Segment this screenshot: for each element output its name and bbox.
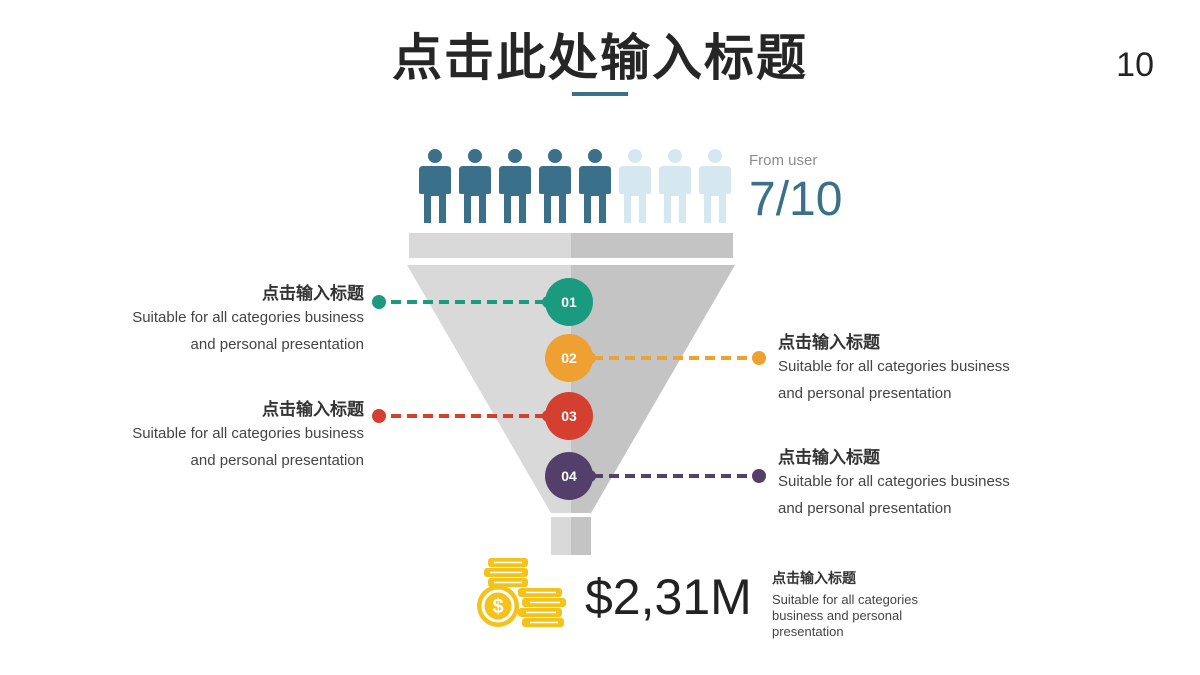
- person-icon: [539, 149, 571, 223]
- result-title: 点击输入标题: [772, 571, 856, 587]
- step-3-end-dot: [372, 409, 386, 423]
- step-2-start-dot: [584, 352, 596, 364]
- step-3-circle: [545, 392, 593, 440]
- step-4-text: 点击输入标题 Suitable for all categories busin…: [778, 443, 1078, 522]
- result-description: Suitable for all categories business and…: [772, 592, 918, 639]
- step-4-line1: Suitable for all categories business: [778, 473, 1010, 490]
- page-title: 点击此处输入标题: [392, 29, 808, 87]
- step-3-text: 点击输入标题 Suitable for all categories busin…: [64, 395, 364, 474]
- step-2-circle: [545, 334, 593, 382]
- step-4-start-dot: [584, 470, 596, 482]
- person-icon: [659, 149, 691, 223]
- step-1-text: 点击输入标题 Suitable for all categories busin…: [64, 279, 364, 358]
- funnel-spout-right: [571, 517, 591, 555]
- step-4-end-dot: [752, 469, 766, 483]
- step-3-line1: Suitable for all categories business: [132, 425, 364, 442]
- people-row: [415, 147, 735, 227]
- person-icon: [619, 149, 651, 223]
- funnel-spout-left: [551, 517, 571, 555]
- person-icon: [499, 149, 531, 223]
- step-3-title: 点击输入标题: [262, 400, 364, 420]
- step-4-number: 04: [561, 468, 577, 484]
- step-1-number: 01: [561, 294, 577, 310]
- step-2-end-dot: [752, 351, 766, 365]
- step-1-line1: Suitable for all categories business: [132, 309, 364, 326]
- step-3-start-dot: [542, 410, 554, 422]
- step-2-line2: and personal presentation: [778, 385, 952, 402]
- person-icon: [419, 149, 451, 223]
- step-1-end-dot: [372, 295, 386, 309]
- step-1-title: 点击输入标题: [262, 284, 364, 304]
- funnel-top-right: [571, 233, 733, 258]
- step-3-number: 03: [561, 408, 577, 424]
- step-4-line2: and personal presentation: [778, 500, 952, 517]
- step-2-text: 点击输入标题 Suitable for all categories busin…: [778, 328, 1078, 407]
- step-2-line1: Suitable for all categories business: [778, 358, 1010, 375]
- page-number: 10: [1116, 46, 1154, 84]
- funnel-top-left: [409, 233, 571, 258]
- funnel-body-left: [407, 265, 571, 513]
- step-2-number: 02: [561, 350, 577, 366]
- step-1-start-dot: [542, 296, 554, 308]
- person-icon: [459, 149, 491, 223]
- result-text-block: 点击输入标题 Suitable for all categories busin…: [772, 568, 972, 640]
- person-icon: [579, 149, 611, 223]
- step-2-title: 点击输入标题: [778, 333, 880, 353]
- step-4-title: 点击输入标题: [778, 448, 880, 468]
- step-4-circle: [545, 452, 593, 500]
- svg-text:$: $: [492, 596, 503, 618]
- coins-icon: $: [477, 558, 566, 627]
- funnel-body-right: [571, 265, 735, 513]
- step-1-line2: and personal presentation: [190, 336, 364, 353]
- funnel-diagram: [407, 233, 735, 555]
- step-3-line2: and personal presentation: [190, 452, 364, 469]
- title-underline: [572, 92, 628, 96]
- from-user-label: From user: [749, 152, 818, 169]
- step-1-circle: [545, 278, 593, 326]
- revenue-amount: $2,31M: [585, 569, 752, 625]
- person-icon: [699, 149, 731, 223]
- user-ratio: 7/10: [749, 173, 843, 226]
